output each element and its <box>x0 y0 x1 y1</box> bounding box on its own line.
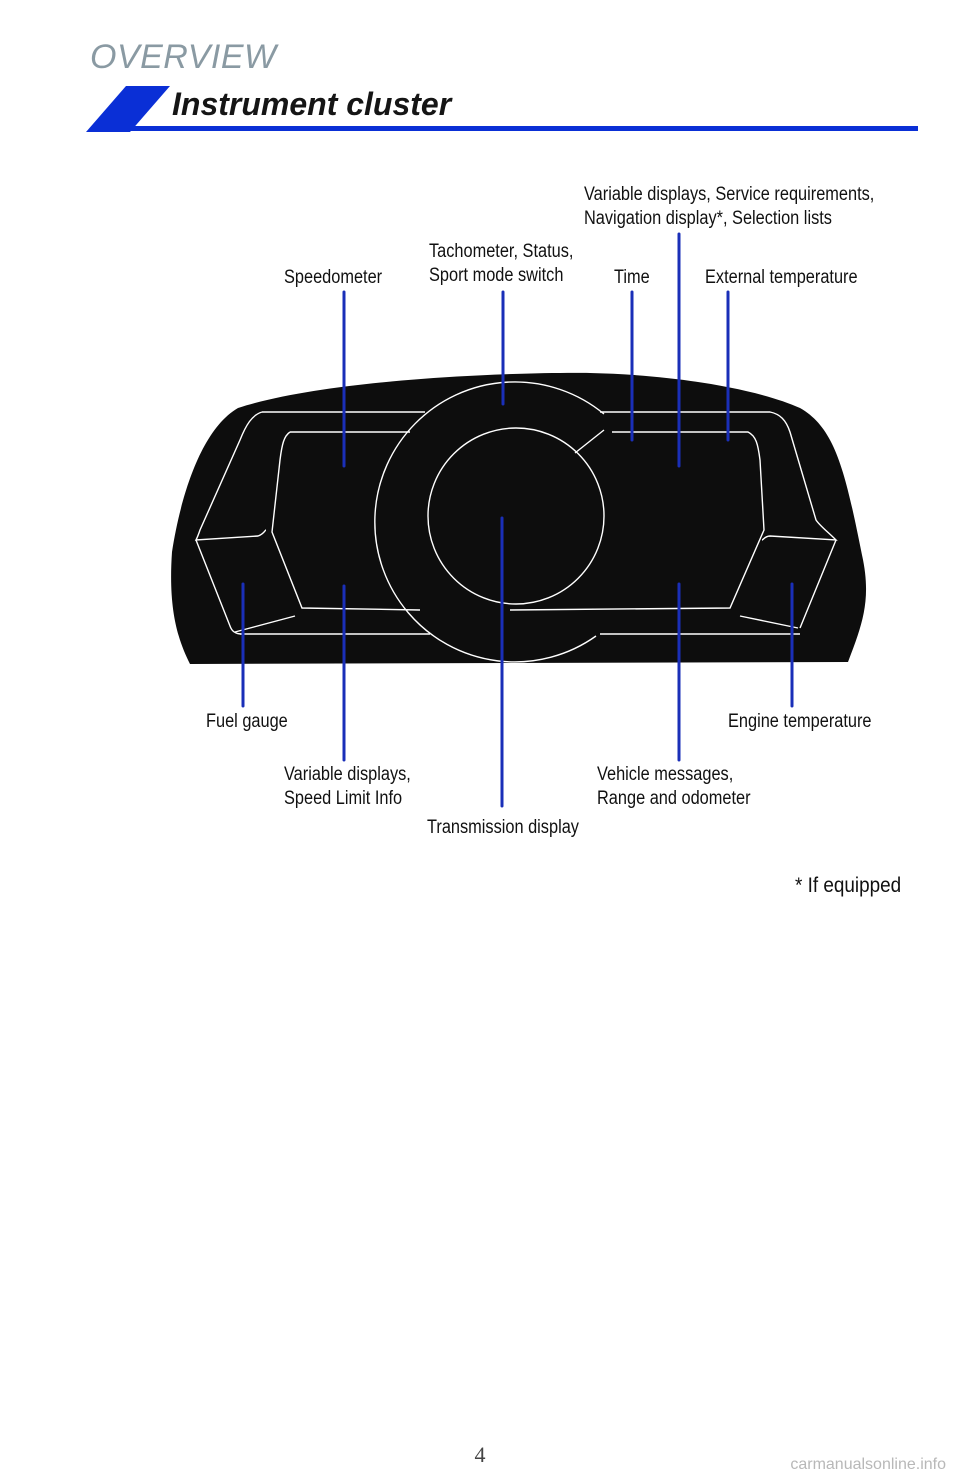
label-fuel-gauge: Fuel gauge <box>206 711 288 732</box>
page-title: Instrument cluster <box>172 86 452 122</box>
header-accent-bar <box>86 86 918 132</box>
label-transmission-display: Transmission display <box>427 817 579 838</box>
header-accent-block <box>86 86 170 132</box>
footnote: * If equipped <box>795 874 902 897</box>
cluster-outlines <box>194 411 838 635</box>
watermark: carmanualsonline.info <box>790 1456 946 1473</box>
label-speedometer: Speedometer <box>284 267 383 288</box>
leader-lines <box>241 232 794 808</box>
label-engine-temperature: Engine temperature <box>728 711 872 732</box>
header-underline <box>126 126 918 131</box>
label-variable-displays-bottom: Variable displays, Speed Limit Info <box>284 764 411 809</box>
instrument-cluster-diagram <box>171 232 867 808</box>
label-variable-displays-top: Variable displays, Service requirements,… <box>584 184 875 229</box>
label-time: Time <box>614 267 650 288</box>
label-tachometer: Tachometer, Status, Sport mode switch <box>429 241 574 286</box>
label-vehicle-messages: Vehicle messages, Range and odometer <box>597 764 751 809</box>
tachometer-ring <box>374 381 605 663</box>
section-title: OVERVIEW <box>90 38 277 76</box>
label-external-temperature: External temperature <box>705 267 858 288</box>
page-number: 4 <box>474 1442 486 1467</box>
